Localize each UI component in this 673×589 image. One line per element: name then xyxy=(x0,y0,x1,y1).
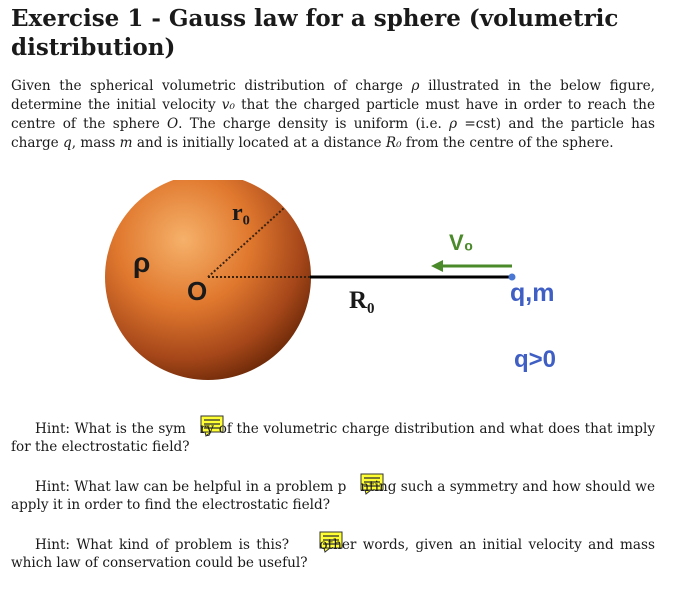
velocity-arrow-head xyxy=(431,260,443,272)
sphere-diagram: ρ O r₀ R₀ V₀ q,m q>0 xyxy=(105,174,556,380)
exercise-statement: Given the spherical volumetric distribut… xyxy=(11,78,655,151)
note-icon[interactable] xyxy=(336,473,384,495)
note-icon[interactable] xyxy=(295,531,343,553)
hint-3: Hint: What kind of problem is this? othe… xyxy=(11,531,655,572)
charged-sphere xyxy=(105,174,311,380)
sphere-figure: ρ O r₀ R₀ V₀ q,m q>0 xyxy=(0,174,673,410)
radius-line xyxy=(207,207,285,278)
radius-label: r₀ xyxy=(232,200,250,226)
distance-label: R₀ xyxy=(349,287,375,314)
velocity-label: V₀ xyxy=(449,230,474,255)
hint-2: Hint: What law can be helpful in a probl… xyxy=(11,473,655,514)
origin-label: O xyxy=(187,276,207,306)
exercise-title: Exercise 1 - Gauss law for a sphere (vol… xyxy=(11,5,619,61)
note-icon[interactable] xyxy=(176,415,224,437)
particle-label: q,m xyxy=(510,279,554,307)
charge-sign-label: q>0 xyxy=(514,346,556,373)
rho-label: ρ xyxy=(133,247,150,278)
particle-dot xyxy=(508,273,516,281)
